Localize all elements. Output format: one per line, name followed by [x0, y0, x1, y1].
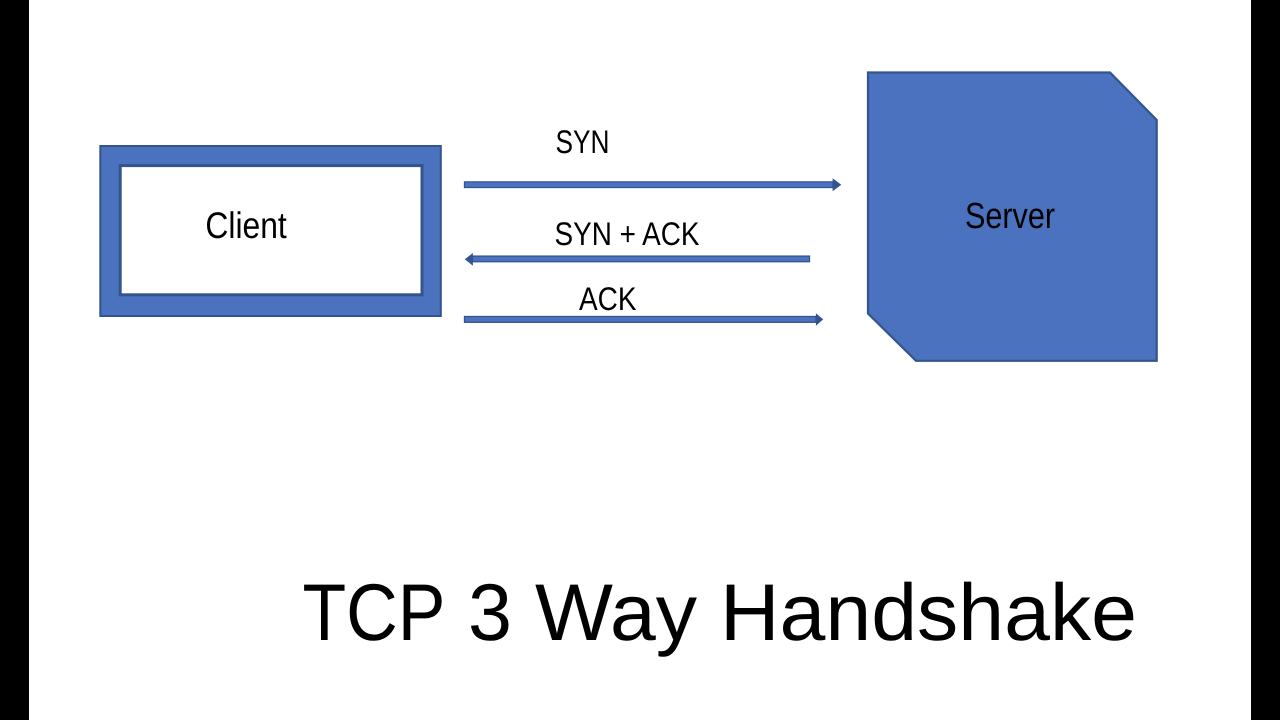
svg-text:SYN + ACK: SYN + ACK — [555, 215, 700, 252]
svg-text:ACK: ACK — [579, 280, 637, 317]
svg-text:TCP: TCP — [303, 568, 446, 658]
svg-text:3: 3 — [468, 568, 512, 658]
svg-text:SYN: SYN — [556, 123, 610, 160]
svg-text:Handshake: Handshake — [720, 568, 1137, 658]
svg-text:Server: Server — [965, 195, 1055, 236]
svg-text:Client: Client — [205, 205, 287, 246]
svg-text:Way: Way — [535, 568, 698, 658]
